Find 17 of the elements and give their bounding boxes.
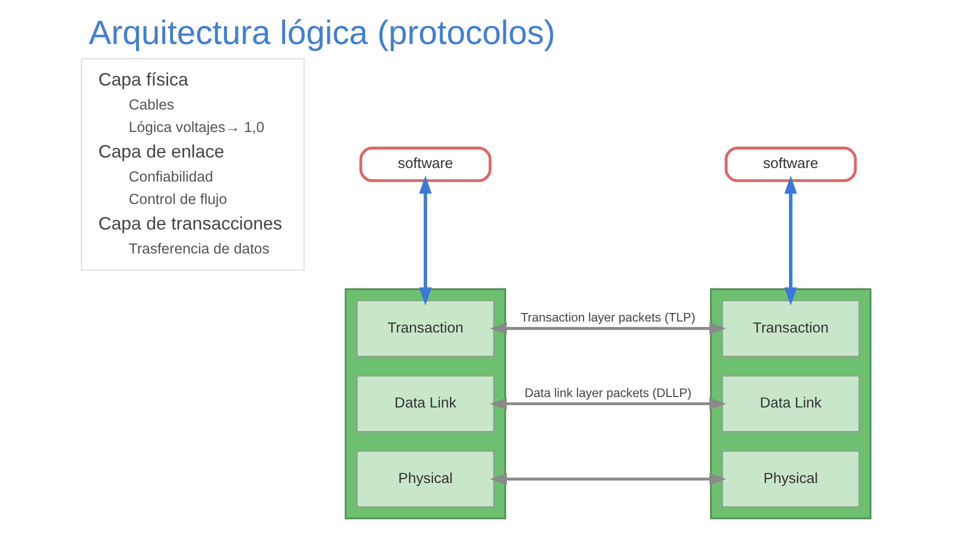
- node-box: Transaction: [720, 300, 860, 358]
- diagram-title: Arquitectura lógica (protocolos): [88, 14, 555, 52]
- node-box: Physical: [356, 450, 494, 508]
- node-box: Transaction: [356, 300, 494, 358]
- node-box: software: [358, 146, 491, 182]
- node-box: Capa física Cables Lógica voltajes→ 1,0 Capa de enlace Confiabilidad Control de flujo Capa de transacciones Trasferencia de datos: [80, 58, 304, 271]
- arrow: [784, 176, 797, 306]
- edge-label: Transaction layer packets (TLP): [520, 310, 695, 324]
- edge-label: Data link layer packets (DLLP): [524, 386, 692, 400]
- node-box: Data Link: [720, 374, 860, 433]
- arrow: [489, 322, 726, 334]
- node-box: Physical: [720, 450, 860, 508]
- arrow: [418, 176, 432, 306]
- arrow: [489, 398, 726, 410]
- node-box: Data Link: [356, 374, 494, 433]
- arrow: [490, 473, 726, 485]
- node-box: software: [724, 146, 856, 182]
